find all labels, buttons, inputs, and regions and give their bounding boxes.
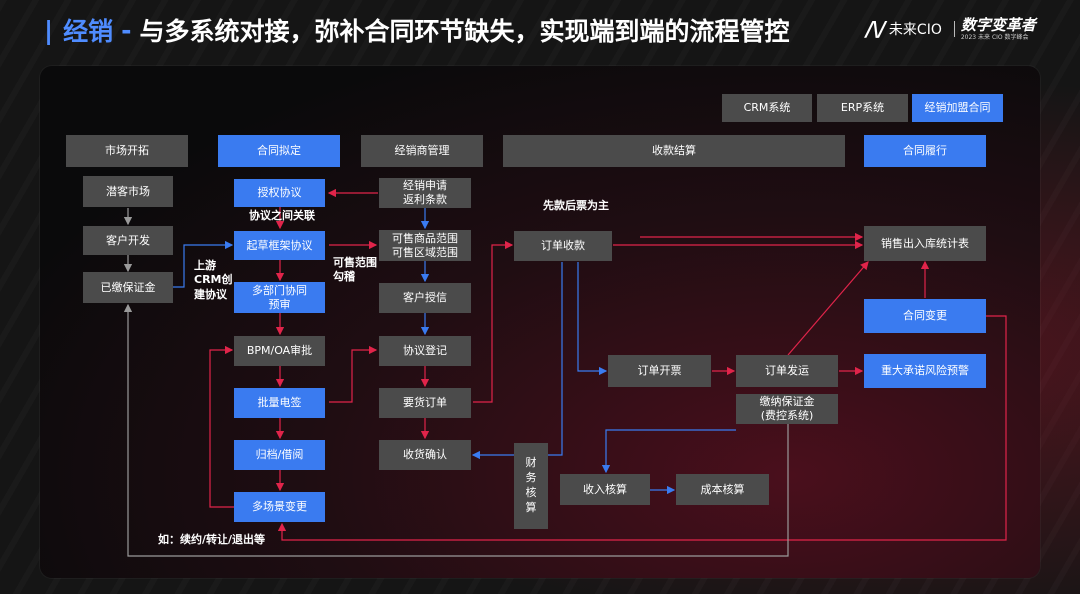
legend-erp: ERP系统 bbox=[817, 94, 908, 122]
title-accent: 经销 bbox=[63, 17, 114, 46]
node-deposit-pay-line1: 缴纳保证金 bbox=[759, 395, 815, 409]
label-pay-first: 先款后票为主 bbox=[543, 199, 609, 212]
node-deposit-pay-line2: (费控系统) bbox=[760, 409, 814, 422]
node-deposit-pay: 缴纳保证金 (费控系统) bbox=[736, 394, 838, 424]
logo-subtitle: 2023 未来 CIO 数字峰会 bbox=[960, 33, 1029, 41]
node-authorize: 授权协议 bbox=[234, 179, 325, 207]
title-main: 与多系统对接，弥补合同环节缺失，实现端到端的流程管控 bbox=[139, 17, 790, 46]
node-sale-scope-line1: 可售商品范围 bbox=[392, 231, 458, 245]
node-multi-review-line1: 多部门协同 bbox=[252, 283, 307, 297]
node-sale-scope: 可售商品范围 可售区域范围 bbox=[379, 230, 471, 261]
node-contract-change: 合同变更 bbox=[864, 299, 986, 333]
node-agreement-reg: 协议登记 bbox=[379, 336, 471, 366]
node-order-invoice: 订单开票 bbox=[608, 355, 711, 387]
title-bar: | bbox=[44, 15, 54, 45]
label-upstream-crm-line2: CRM创 bbox=[194, 273, 233, 287]
legend-crm: CRM系统 bbox=[722, 94, 812, 122]
label-example: 如：续约/转让/退出等 bbox=[158, 533, 266, 546]
node-order-collect: 订单收款 bbox=[514, 231, 612, 261]
column-drafting: 合同拟定 bbox=[218, 135, 340, 167]
node-receipt-confirm: 收货确认 bbox=[379, 440, 471, 470]
node-potential-market: 潜客市场 bbox=[83, 176, 173, 207]
node-finance-acct-char1: 财 bbox=[525, 456, 537, 470]
node-sale-scope-line2: 可售区域范围 bbox=[392, 245, 458, 259]
node-dealer-apply: 经销申请 返利条款 bbox=[379, 178, 471, 208]
node-dealer-apply-line2: 返利条款 bbox=[403, 193, 447, 206]
column-market: 市场开拓 bbox=[66, 135, 188, 167]
logo-brand: 未来CIO bbox=[888, 22, 942, 38]
legend-contract: 经销加盟合同 bbox=[912, 94, 1003, 122]
logo-divider bbox=[953, 21, 955, 37]
node-archive: 归档/借阅 bbox=[234, 440, 325, 470]
node-customer-dev: 客户开发 bbox=[83, 226, 173, 255]
node-draft-frame: 起草框架协议 bbox=[234, 231, 325, 260]
node-risk-alert: 重大承诺风险预警 bbox=[864, 354, 986, 388]
node-deposit-paid: 已缴保证金 bbox=[83, 272, 173, 303]
label-upstream-crm-line3: 建协议 bbox=[194, 287, 227, 301]
logo-mark-icon: /\/ bbox=[866, 17, 886, 41]
column-fulfillment: 合同履行 bbox=[864, 135, 986, 167]
node-finance-acct: 财 务 核 算 bbox=[514, 443, 548, 529]
brand-logo: /\/ 未来CIO 数字变革者 2023 未来 CIO 数字峰会 bbox=[866, 14, 1036, 44]
node-finance-acct-char2: 务 bbox=[525, 471, 537, 485]
node-credit: 客户授信 bbox=[379, 283, 471, 313]
column-dealer: 经销商管理 bbox=[361, 135, 483, 167]
node-dealer-apply-line1: 经销申请 bbox=[403, 179, 447, 193]
label-scope-check-line2: 勾稽 bbox=[333, 270, 355, 284]
node-multi-review: 多部门协同 预审 bbox=[234, 282, 325, 313]
node-bpm: BPM/OA审批 bbox=[234, 336, 325, 366]
node-multi-change: 多场景变更 bbox=[234, 492, 325, 522]
node-finance-acct-char4: 算 bbox=[525, 500, 537, 514]
label-scope-check-line1: 可售范围 bbox=[333, 256, 377, 269]
label-scope-check: 可售范围 勾稽 bbox=[333, 256, 377, 285]
label-upstream-crm-line1: 上游 bbox=[194, 259, 216, 272]
label-agreement-link: 协议之间关联 bbox=[249, 209, 315, 222]
page-title: | 经销 - 与多系统对接，弥补合同环节缺失，实现端到端的流程管控 bbox=[44, 12, 790, 48]
node-finance-acct-char3: 核 bbox=[525, 486, 537, 499]
node-batch-esign: 批量电签 bbox=[234, 388, 325, 418]
node-cost-acct: 成本核算 bbox=[676, 474, 769, 505]
column-settlement: 收款结算 bbox=[503, 135, 845, 167]
node-order-ship: 订单发运 bbox=[736, 355, 838, 387]
title-dash: - bbox=[121, 15, 132, 45]
label-upstream-crm: 上游 CRM创 建协议 bbox=[194, 259, 233, 302]
node-purchase-order: 要货订单 bbox=[379, 388, 471, 418]
logo-name: 数字变革者 bbox=[960, 15, 1036, 34]
node-revenue-acct: 收入核算 bbox=[560, 474, 650, 505]
node-multi-review-line2: 预审 bbox=[268, 297, 291, 311]
node-sales-stats: 销售出入库统计表 bbox=[864, 226, 986, 261]
